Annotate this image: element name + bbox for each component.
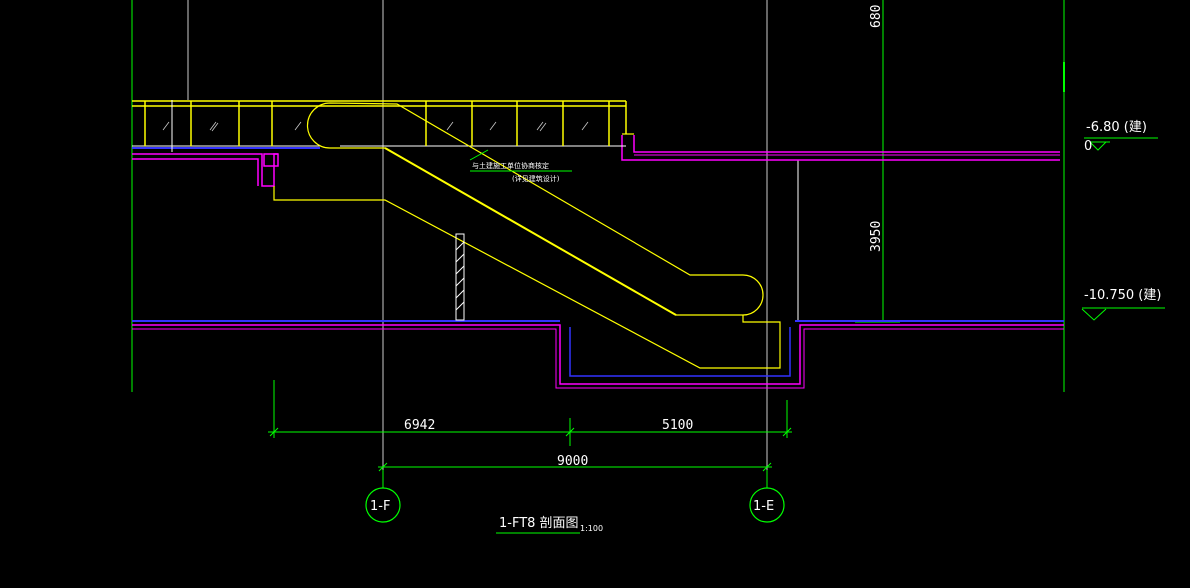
axis-right-label: 1-E <box>753 499 774 514</box>
drawing-title: 1-FT8 剖面图 <box>499 516 579 531</box>
right-span-label: 5100 <box>662 418 693 433</box>
height-label: 3950 <box>869 221 884 252</box>
axis-left-label: 1-F <box>370 499 390 514</box>
drawing-scale: 1:100 <box>580 524 603 533</box>
note-text-line1: 与土建施工单位协商核定 <box>472 161 549 170</box>
level-upper-label: -6.80 (建) <box>1086 120 1147 135</box>
note-text-line2: (详见建筑设计) <box>512 174 560 183</box>
level-lower-label: -10.750 (建) <box>1084 288 1161 303</box>
note-leader <box>469 149 572 172</box>
axis-bubble-left: 1-F <box>365 487 401 523</box>
height-dimension <box>855 0 900 323</box>
lower-floor <box>132 320 1064 389</box>
total-span-label: 9000 <box>557 454 588 469</box>
left-span-label: 6942 <box>404 418 435 433</box>
balustrade <box>132 100 627 147</box>
level-marker-lower <box>1081 307 1165 321</box>
reference-lines <box>131 0 1065 470</box>
level-marker-upper <box>1084 137 1158 151</box>
top-height-label: 680 <box>869 5 884 28</box>
upper-floor <box>132 135 1060 187</box>
escalator <box>273 102 781 369</box>
glass-hatch <box>162 121 589 132</box>
level-upper-mark: 0 <box>1084 139 1092 154</box>
support-column <box>455 233 465 321</box>
axis-bubble-right: 1-E <box>749 487 785 523</box>
span-dimensions <box>268 418 792 488</box>
